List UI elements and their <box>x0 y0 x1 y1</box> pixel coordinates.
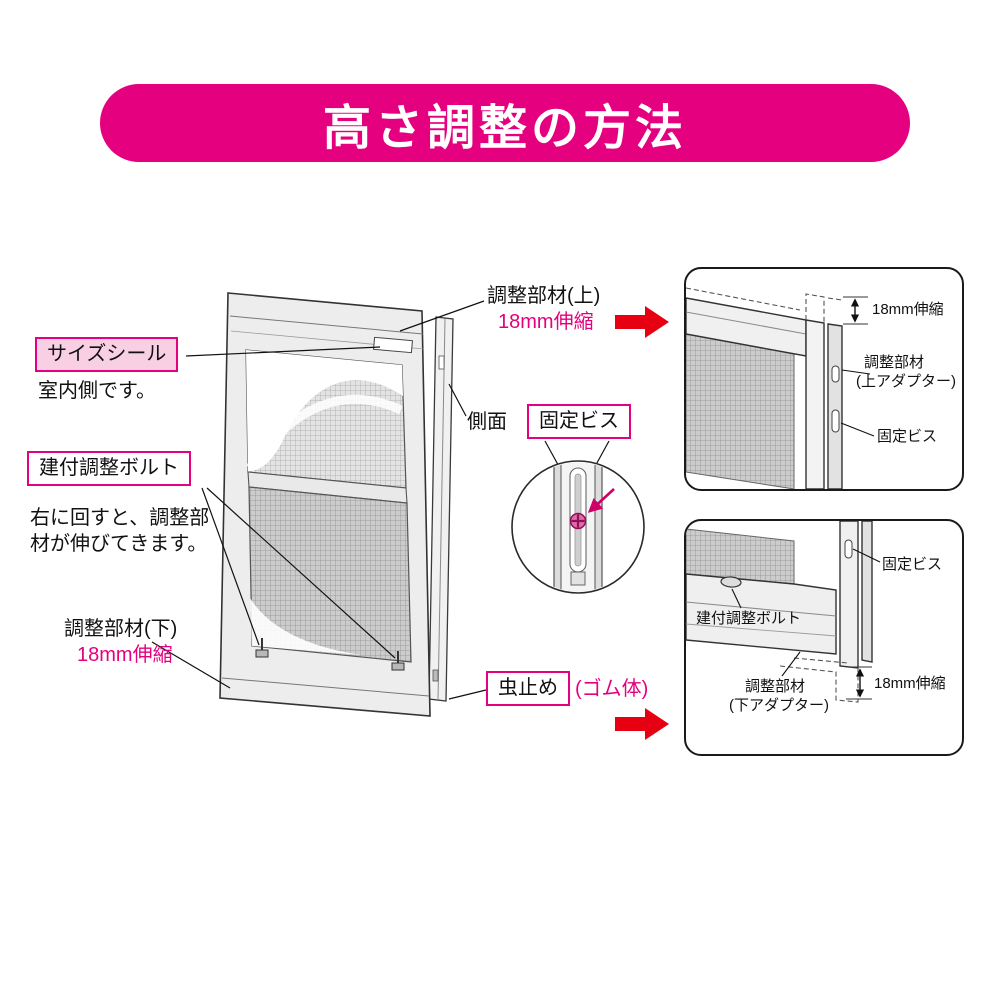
bug-stopper-label: 虫止め <box>486 671 570 706</box>
adjuster-top-label: 調整部材(上) <box>487 285 601 307</box>
adjuster-top-extension: 18mm伸縮 <box>498 311 594 333</box>
panel-bottom-screw-label: 固定ビス <box>882 556 943 573</box>
screen-door-illustration <box>219 292 454 717</box>
adjuster-bolt-right <box>391 651 405 671</box>
red-arrow-bottom-icon <box>615 708 669 740</box>
size-seal-sticker <box>373 336 413 354</box>
red-arrow-top-icon <box>615 306 669 338</box>
panel-top-mesh <box>686 333 795 489</box>
title-banner: 高さ調整の方法 <box>100 84 910 162</box>
leader-lines <box>151 300 610 700</box>
side-face-label: 側面 <box>467 411 507 433</box>
fitting-bolt-label: 建付調整ボルト <box>27 451 191 486</box>
adjuster-bottom-label: 調整部材(下) <box>64 618 178 640</box>
screw-pointer-arrow-icon <box>587 488 615 513</box>
detail-circle <box>511 460 645 594</box>
panel-top-adjuster-line1: 調整部材 <box>864 354 925 371</box>
red-arrows <box>615 306 669 740</box>
indoor-side-note: 室内側です。 <box>38 380 156 402</box>
panel-top-extension-label: 18mm伸縮 <box>872 301 944 318</box>
fixing-screw-label: 固定ビス <box>527 404 631 439</box>
panel-top-adjuster-line2: (上アダプター) <box>856 373 956 390</box>
panel-bottom-extension-label: 18mm伸縮 <box>874 675 946 692</box>
fitting-bolt-head <box>720 576 742 588</box>
mesh-lower <box>248 486 412 663</box>
adjuster-bottom-extension: 18mm伸縮 <box>77 644 173 666</box>
bolt-note-line2: 材が伸びてきます。 <box>30 533 208 555</box>
panel-bottom-adjuster-line1: 調整部材 <box>745 678 806 695</box>
panel-bottom-illustration <box>684 519 964 756</box>
panel-bottom-adjuster-line2: (下アダプター) <box>729 697 829 714</box>
adjuster-bolt-left <box>255 638 269 658</box>
panel-bottom-bolt-label: 建付調整ボルト <box>696 610 802 627</box>
bolt-note-line1: 右に回すと、調整部 <box>30 507 210 529</box>
fixing-screw-head <box>569 512 587 530</box>
size-seal-label: サイズシール <box>35 337 179 372</box>
panel-top-screw-label: 固定ビス <box>877 428 938 445</box>
rubber-body-note: (ゴム体) <box>575 678 649 700</box>
page-title: 高さ調整の方法 <box>322 102 687 155</box>
panel-top-illustration <box>684 267 964 491</box>
panel-bottom-adapter-rail <box>686 573 837 655</box>
side-rail <box>428 316 454 702</box>
